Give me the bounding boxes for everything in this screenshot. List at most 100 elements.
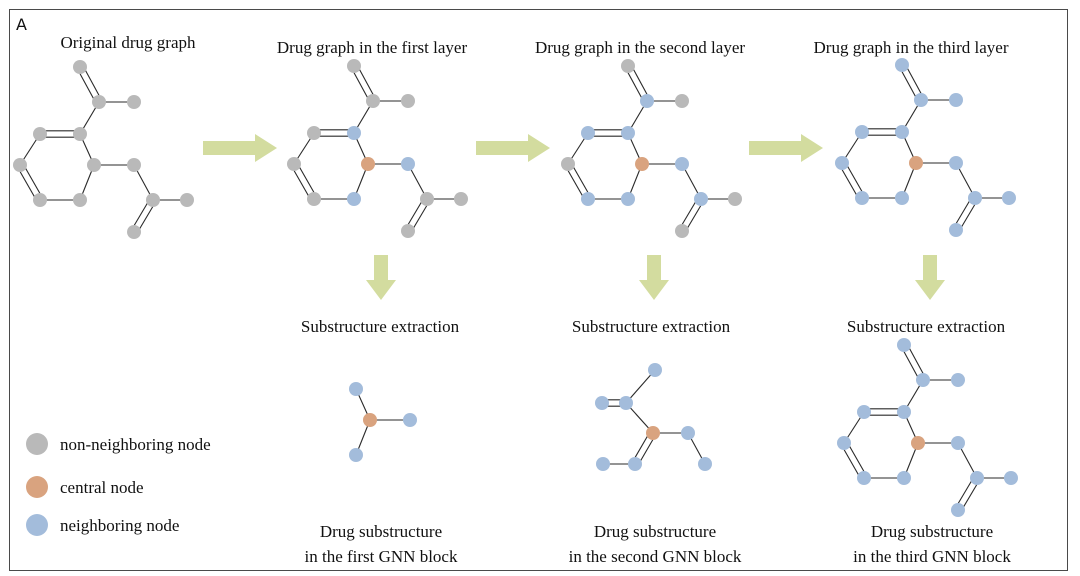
node-neighboring-i <box>675 157 689 171</box>
double-bond-f-g-a <box>570 162 592 198</box>
node-neighboring-q <box>698 457 712 471</box>
node-non-neighboring-l <box>127 225 141 239</box>
node-neighboring-h <box>621 192 635 206</box>
node-neighboring-v <box>628 457 642 471</box>
node-neighboring-g <box>855 191 869 205</box>
node-neighboring-d <box>895 125 909 139</box>
double-bond-a-b-a <box>356 64 377 100</box>
node-non-neighboring-c <box>127 95 141 109</box>
node-non-neighboring-i <box>127 158 141 172</box>
double-bond-f-g-a <box>844 161 866 197</box>
node-non-neighboring-e <box>307 126 321 140</box>
node-neighboring-f <box>837 436 851 450</box>
double-bond-a-b-b <box>898 66 919 102</box>
extraction-label-2: Substructure extraction <box>572 317 731 336</box>
substructure-caption-3-line1: Drug substructure <box>871 522 993 541</box>
node-central-x <box>363 413 377 427</box>
node-non-neighboring-x <box>87 158 101 172</box>
node-neighboring-z <box>681 426 695 440</box>
node-non-neighboring-f <box>561 157 575 171</box>
panel-letter: A <box>16 15 27 34</box>
node-neighboring-u <box>619 396 633 410</box>
title-second-layer: Drug graph in the second layer <box>535 38 745 57</box>
node-non-neighboring-c <box>401 94 415 108</box>
double-bond-a-b-a <box>82 65 103 101</box>
double-bond-f-g-a <box>22 163 44 199</box>
legend: non-neighboring node central node neighb… <box>26 433 211 536</box>
node-non-neighboring-j <box>420 192 434 206</box>
third-substructure-graph <box>837 338 1018 517</box>
node-central-x <box>911 436 925 450</box>
node-central-c <box>646 426 660 440</box>
double-bond-a-b-b <box>900 346 921 382</box>
node-non-neighboring-k <box>180 193 194 207</box>
node-non-neighboring-f <box>13 158 27 172</box>
title-third-layer: Drug graph in the third layer <box>814 38 1009 57</box>
double-bond-f-g-a <box>846 441 868 477</box>
node-neighboring-h <box>349 448 363 462</box>
node-central-x <box>361 157 375 171</box>
node-non-neighboring-d <box>73 127 87 141</box>
title-original-graph: Original drug graph <box>60 33 196 52</box>
second-layer-graph <box>561 59 742 238</box>
node-neighboring-i <box>951 436 965 450</box>
node-non-neighboring-k <box>454 192 468 206</box>
node-non-neighboring-l <box>675 224 689 238</box>
node-non-neighboring-l <box>401 224 415 238</box>
node-neighboring-i <box>403 413 417 427</box>
double-bond-f-g-b <box>290 165 312 201</box>
double-bond-f-g-b <box>838 164 860 200</box>
substructure-caption-1-line2: in the first GNN block <box>305 547 458 566</box>
node-non-neighboring-a <box>621 59 635 73</box>
node-neighboring-j <box>968 191 982 205</box>
node-neighboring-d <box>897 405 911 419</box>
node-neighboring-l <box>951 503 965 517</box>
node-central-x <box>635 157 649 171</box>
arrow-right-2 <box>476 134 550 162</box>
node-non-neighboring-h <box>73 193 87 207</box>
extraction-label-3: Substructure extraction <box>847 317 1006 336</box>
node-non-neighboring-b <box>92 95 106 109</box>
double-bond-a-b-a <box>630 64 651 100</box>
double-bond-f-g-a <box>296 162 318 198</box>
substructure-caption-3-line2: in the third GNN block <box>853 547 1011 566</box>
legend-label-neighboring: neighboring node <box>60 516 179 535</box>
node-neighboring-d <box>349 382 363 396</box>
node-non-neighboring-c <box>675 94 689 108</box>
arrow-down-3 <box>915 255 945 300</box>
node-neighboring-l <box>949 223 963 237</box>
legend-label-central: central node <box>60 478 144 497</box>
node-neighboring-w <box>595 396 609 410</box>
node-neighboring-e <box>857 405 871 419</box>
arrow-down-2 <box>639 255 669 300</box>
node-neighboring-e <box>855 125 869 139</box>
double-bond-f-g-b <box>16 166 38 202</box>
node-neighboring-d <box>347 126 361 140</box>
node-non-neighboring-k <box>728 192 742 206</box>
node-non-neighboring-a <box>73 60 87 74</box>
bond-t-u <box>625 369 656 404</box>
arrow-right-3 <box>749 134 823 162</box>
double-bond-f-g-b <box>840 444 862 480</box>
node-neighboring-k <box>1002 191 1016 205</box>
node-central-x <box>909 156 923 170</box>
double-bond-a-b-a <box>904 63 925 99</box>
node-neighboring-c <box>949 93 963 107</box>
node-neighboring-d <box>621 126 635 140</box>
node-non-neighboring-a <box>347 59 361 73</box>
node-non-neighboring-j <box>146 193 160 207</box>
node-neighboring-g <box>857 471 871 485</box>
third-layer-graph <box>835 58 1016 237</box>
double-bond-a-b-b <box>76 68 97 104</box>
legend-swatch-central <box>26 476 48 498</box>
node-neighboring-j <box>970 471 984 485</box>
figure-frame <box>9 9 1068 571</box>
node-neighboring-t <box>648 363 662 377</box>
node-neighboring-i <box>401 157 415 171</box>
node-neighboring-h <box>897 471 911 485</box>
legend-swatch-neighboring <box>26 514 48 536</box>
node-non-neighboring-g <box>307 192 321 206</box>
second-substructure-graph <box>595 363 712 471</box>
original-drug-graph <box>13 60 194 239</box>
